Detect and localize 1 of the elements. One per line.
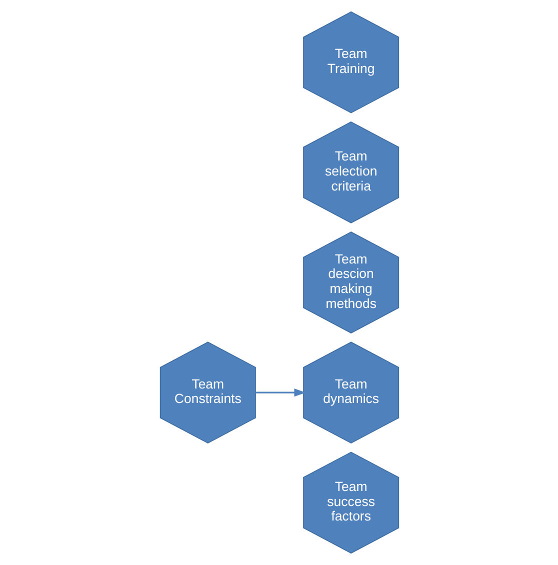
arrow [255,388,306,397]
